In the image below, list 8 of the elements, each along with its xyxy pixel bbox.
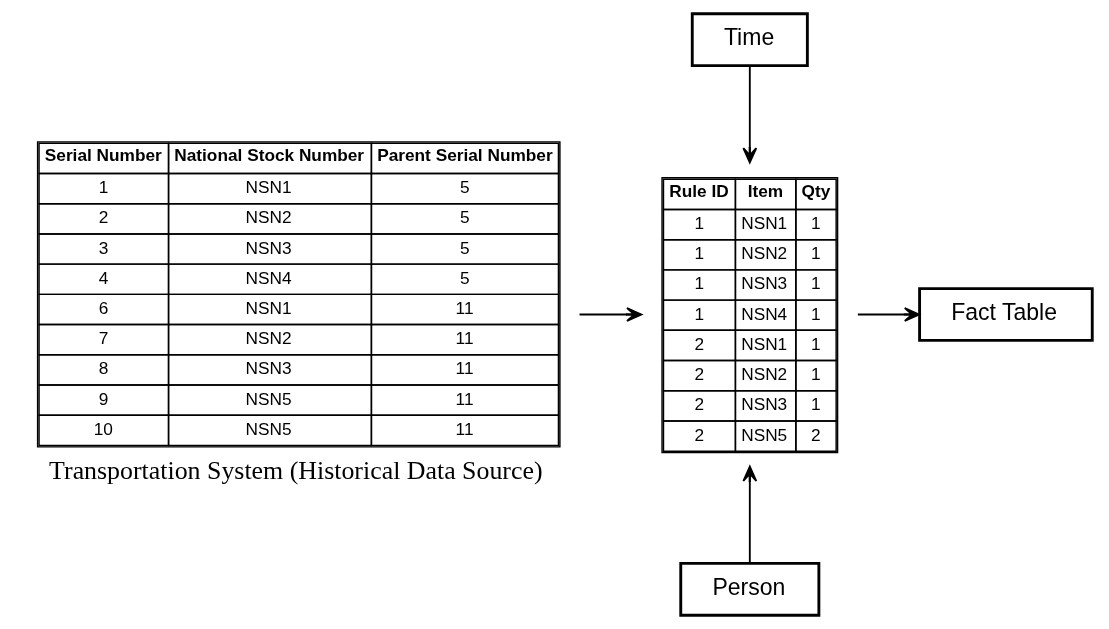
node-box: Fact Table [918, 287, 1094, 342]
node-box: Time [690, 12, 809, 68]
arrow [578, 307, 643, 322]
arrow [742, 64, 758, 164]
arrow [856, 307, 921, 322]
arrow [742, 465, 758, 564]
node-box: Person [679, 561, 821, 617]
node-label: Transportation System (Historical Data Source) [49, 456, 543, 486]
